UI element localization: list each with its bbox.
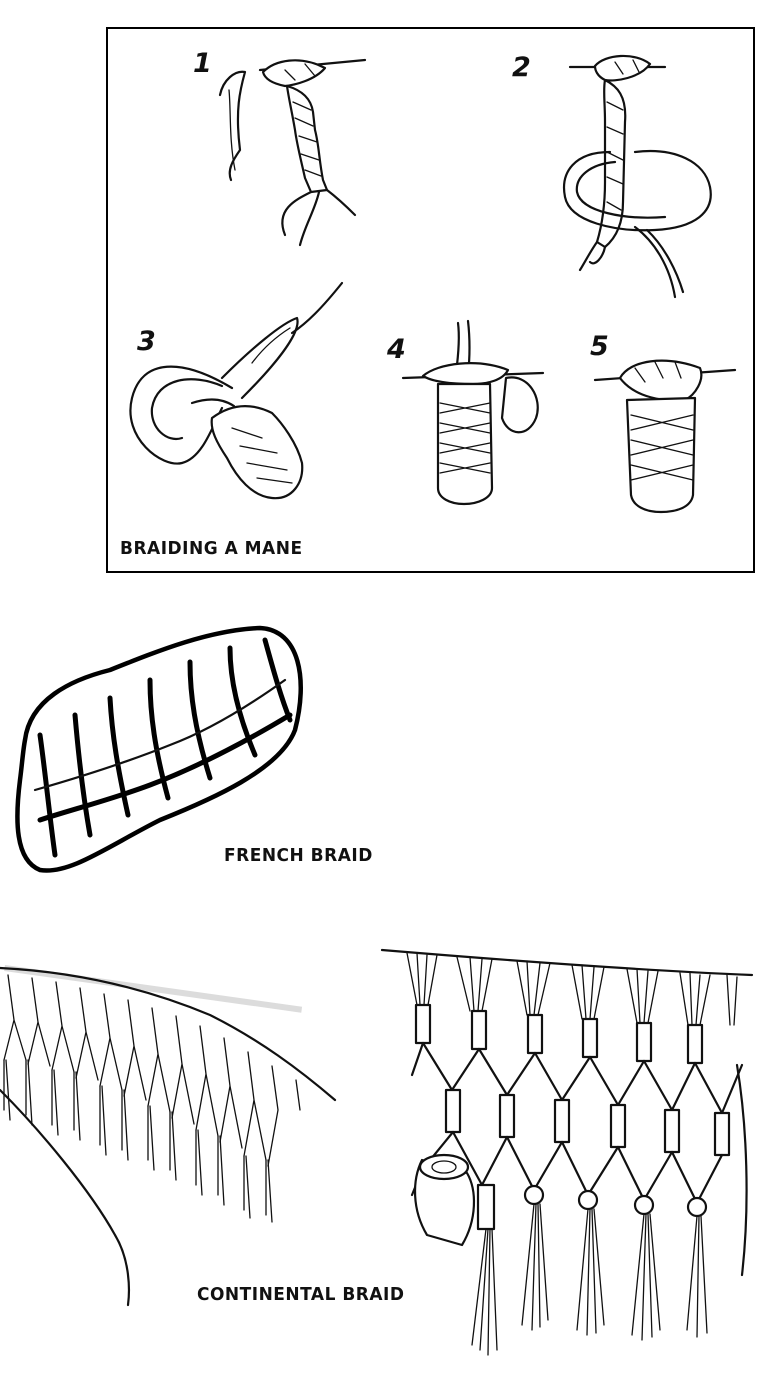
step-number-4: 4 xyxy=(387,334,406,365)
braiding-a-mane-caption: BRAIDING A MANE xyxy=(120,538,303,560)
step-3-illustration xyxy=(129,281,344,500)
continental-braid-neck-illustration xyxy=(0,965,337,1307)
step-number-5: 5 xyxy=(590,331,609,362)
step-number-1: 1 xyxy=(193,48,212,79)
french-braid-caption: FRENCH BRAID xyxy=(224,845,373,867)
step-5-illustration xyxy=(593,359,737,514)
continental-braid-closeup-illustration xyxy=(380,948,754,1356)
step-number-3: 3 xyxy=(137,326,156,357)
french-braid-illustration xyxy=(15,625,303,873)
step-number-2: 2 xyxy=(512,52,531,83)
step-1-illustration xyxy=(218,58,367,247)
step-2-illustration xyxy=(563,54,712,299)
step-4-illustration xyxy=(401,319,545,506)
continental-braid-caption: CONTINENTAL BRAID xyxy=(197,1284,405,1306)
